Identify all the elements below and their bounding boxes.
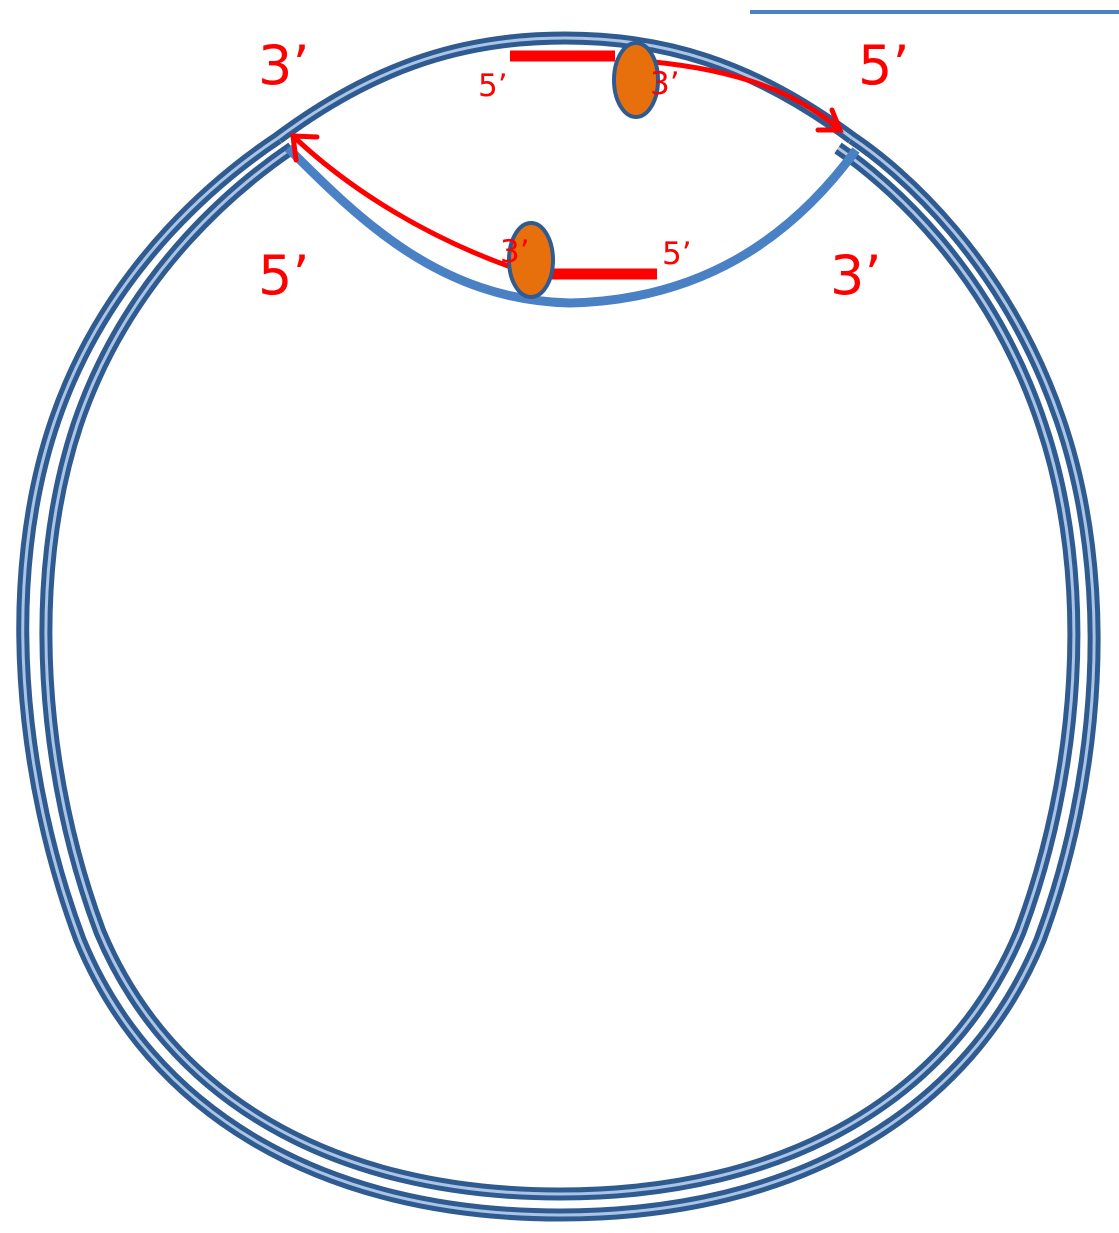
- label-primer-top-3prime: 3’: [650, 66, 680, 102]
- polymerase-top-icon: [612, 41, 660, 119]
- label-primer-bottom-3prime: 3’: [500, 234, 530, 270]
- extension-arrow-right: [629, 57, 842, 132]
- bubble-bottom-strand: [284, 144, 860, 308]
- label-right-top: 5’: [858, 34, 910, 97]
- plasmid-circle: [16, 31, 1101, 1222]
- arrowhead-right-icon: [815, 107, 844, 133]
- label-primer-bottom-5prime: 5’: [662, 236, 692, 272]
- plasmid-inner-highlight: [44, 146, 1076, 1196]
- label-left-bottom: 5’: [258, 244, 310, 307]
- label-left-top: 3’: [258, 34, 310, 97]
- extension-arrow-left: [291, 134, 526, 275]
- label-right-bottom: 3’: [830, 244, 882, 307]
- plasmid-outer-highlight: [21, 136, 1096, 1217]
- plasmid-top-arc-highlight: [277, 36, 853, 140]
- label-primer-top-5prime: 5’: [478, 68, 508, 104]
- arrowhead-left-icon: [290, 133, 320, 163]
- polymerase-bottom-icon: [507, 221, 555, 299]
